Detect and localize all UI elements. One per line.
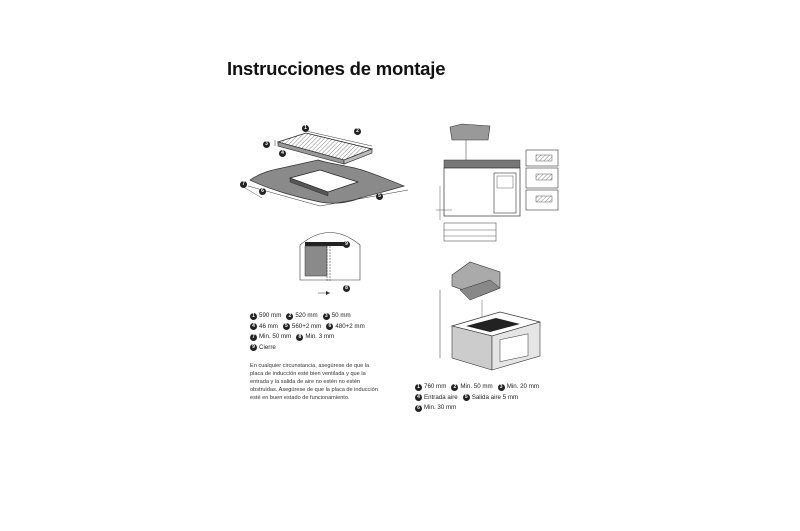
detail-zoom — [299, 232, 361, 295]
callout-4: 4 — [279, 150, 286, 157]
kitchen-unit-diagram — [439, 261, 542, 371]
page-title: Instrucciones de montaje — [227, 58, 446, 79]
callout-5: 5 — [376, 193, 383, 200]
vent-detail-boxes — [525, 149, 559, 211]
cooktop-diagram — [274, 130, 374, 165]
countertop-diagram — [239, 159, 409, 207]
callout-3: 3 — [263, 141, 270, 148]
callout-2: 2 — [354, 128, 361, 135]
callout-6: 6 — [259, 188, 266, 195]
ventilation-note: En cualquier circunstancia, asegúrese de… — [250, 363, 378, 402]
callout-9: 9 — [343, 241, 350, 248]
callout-1: 1 — [302, 125, 309, 132]
cabinet-section-diagram — [436, 123, 521, 242]
callout-8: 8 — [343, 285, 350, 292]
callout-7: 7 — [240, 181, 247, 188]
